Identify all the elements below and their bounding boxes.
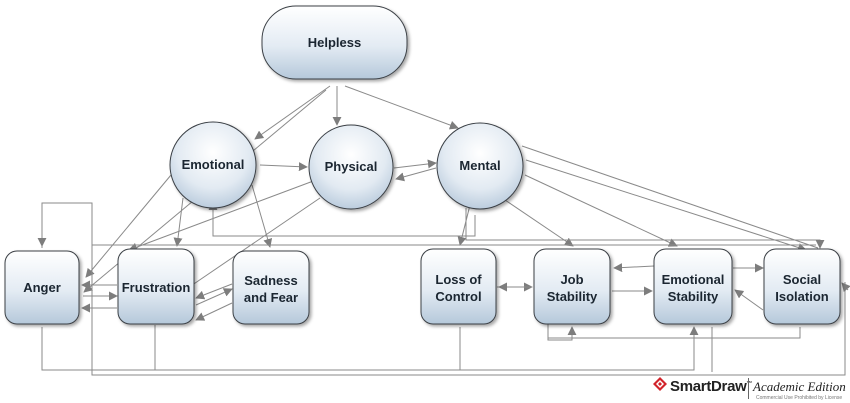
edge-helpless-mental xyxy=(344,85,459,130)
node-frustration-label: Frustration xyxy=(122,280,191,295)
edge-helpless-emotional xyxy=(254,85,331,140)
edge-frustration-bottom xyxy=(154,325,699,371)
edge-mental-loss xyxy=(457,204,471,246)
node-physical: Physical xyxy=(308,124,394,210)
edge-emotional-physical xyxy=(259,162,308,172)
node-job-label-line1: Job xyxy=(560,272,583,287)
edge-sadness-frustration-2 xyxy=(195,283,233,300)
node-social-label-line1: Social xyxy=(783,272,821,287)
node-loss-of-control: Loss of Control xyxy=(420,248,497,325)
node-emostab-label-line2: Stability xyxy=(668,289,719,304)
edge-emostab-job xyxy=(613,263,655,273)
brand-fine-print: Commercial Use Prohibited by License xyxy=(756,395,843,401)
edge-mental-physical xyxy=(395,167,437,182)
edges xyxy=(37,85,850,376)
edge-anger-bottom xyxy=(41,327,155,371)
edge-social-emostab xyxy=(734,289,764,311)
node-job-stability: Job Stability xyxy=(533,248,611,325)
edge-frustration-sadness xyxy=(195,288,233,306)
brand-divider xyxy=(748,378,749,399)
edge-right-arrow xyxy=(841,282,850,293)
node-sadness-label-line1: Sadness xyxy=(244,273,297,288)
node-helpless: Helpless xyxy=(261,5,408,80)
edge-mental-social-2 xyxy=(521,145,819,249)
node-emotional-stability: Emotional Stability xyxy=(653,248,733,325)
node-mental: Mental xyxy=(436,122,524,210)
edge-physical-sadness xyxy=(128,179,317,252)
edge-sadness-frustration xyxy=(195,302,233,321)
node-anger-label: Anger xyxy=(23,280,61,295)
node-physical-label: Physical xyxy=(325,159,378,174)
node-frustration: Frustration xyxy=(117,248,195,325)
node-emotional-label: Emotional xyxy=(182,157,245,172)
node-emostab-label-line1: Emotional xyxy=(662,272,725,287)
node-mental-label: Mental xyxy=(459,158,500,173)
edge-mental-emostab xyxy=(524,174,678,247)
node-emotional: Emotional xyxy=(169,121,257,209)
node-helpless-label: Helpless xyxy=(308,35,361,50)
edge-mental-social xyxy=(525,159,807,252)
node-job-label-line2: Stability xyxy=(547,289,598,304)
edge-physical-mental xyxy=(393,159,437,169)
node-loss-label-line2: Control xyxy=(435,289,481,304)
brand-name: SmartDraw™ xyxy=(670,378,753,395)
smartdraw-watermark: SmartDraw™ Academic Edition Commercial U… xyxy=(652,376,850,403)
node-sadness-and-fear: Sadness and Fear xyxy=(232,250,310,325)
node-loss-label-line1: Loss of xyxy=(435,272,482,287)
node-social-label-line2: Isolation xyxy=(775,289,829,304)
edge-emotional-anger xyxy=(85,174,172,278)
edge-emotional-sadness xyxy=(251,184,273,248)
node-anger: Anger xyxy=(4,250,80,325)
node-sadness-label-line2: and Fear xyxy=(244,290,298,305)
edge-loss-emotional xyxy=(208,201,476,237)
edge-mental-job xyxy=(504,199,574,247)
smartdraw-logo-icon xyxy=(653,377,667,391)
brand-trademark: ™ xyxy=(746,381,753,387)
edge-social-bottom xyxy=(548,327,801,339)
edge-mental-loss-long xyxy=(465,208,825,249)
brand-edition: Academic Edition xyxy=(753,379,846,394)
edge-emotional-frustration xyxy=(173,197,184,247)
node-social-isolation: Social Isolation xyxy=(763,248,841,325)
